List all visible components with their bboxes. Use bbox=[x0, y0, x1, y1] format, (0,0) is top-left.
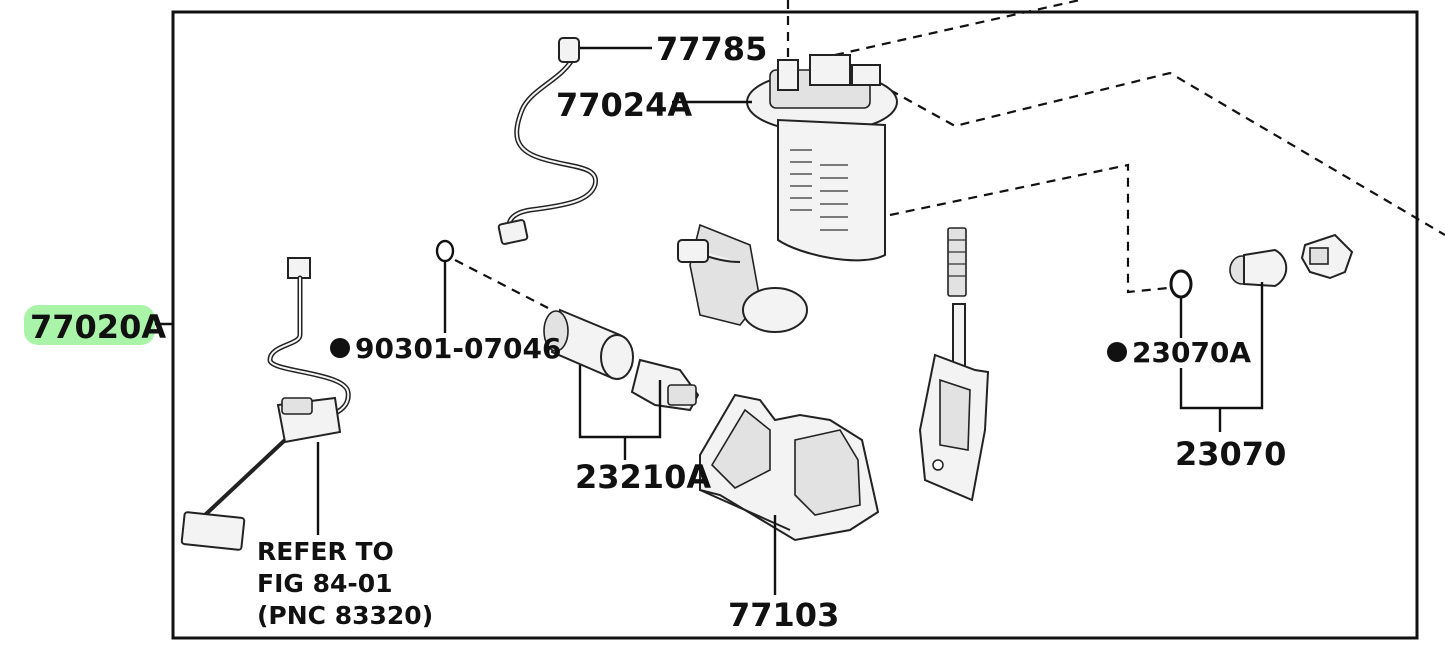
label-23210A[interactable]: 23210A bbox=[575, 458, 711, 496]
label-23070A[interactable]: 23070A bbox=[1132, 336, 1251, 369]
label-23070[interactable]: 23070 bbox=[1175, 435, 1286, 473]
fuel-pump-23210A bbox=[543, 308, 700, 412]
bullet-marker-90301 bbox=[330, 338, 350, 358]
o-ring-90301-07046 bbox=[435, 239, 455, 263]
refer-note-line-1: REFER TO bbox=[257, 537, 394, 566]
leader-lines bbox=[155, 46, 1264, 595]
highlight-77020A bbox=[24, 305, 155, 345]
refer-note-line-2: FIG 84-01 bbox=[257, 569, 393, 598]
wire-harness-77785 bbox=[497, 37, 598, 245]
bullet-marker-23070A bbox=[1107, 342, 1127, 362]
fuel-suction-plate-77103 bbox=[699, 393, 880, 542]
label-90301-07046[interactable]: 90301-07046 bbox=[355, 332, 561, 365]
label-77103[interactable]: 77103 bbox=[728, 596, 839, 634]
fuel-level-sender-arm bbox=[918, 227, 990, 502]
assembly-dashed-lines bbox=[454, 0, 1445, 309]
refer-note-line-3: (PNC 83320) bbox=[257, 601, 433, 630]
label-77024A[interactable]: 77024A bbox=[556, 86, 692, 124]
label-77785[interactable]: 77785 bbox=[656, 30, 767, 68]
fuel-sender-gauge-77020A bbox=[180, 257, 351, 551]
label-77020A[interactable]: 77020A bbox=[30, 308, 166, 346]
fuel-pump-module-77024A bbox=[677, 54, 898, 333]
fuel-pressure-regulator-23070 bbox=[1169, 233, 1354, 299]
